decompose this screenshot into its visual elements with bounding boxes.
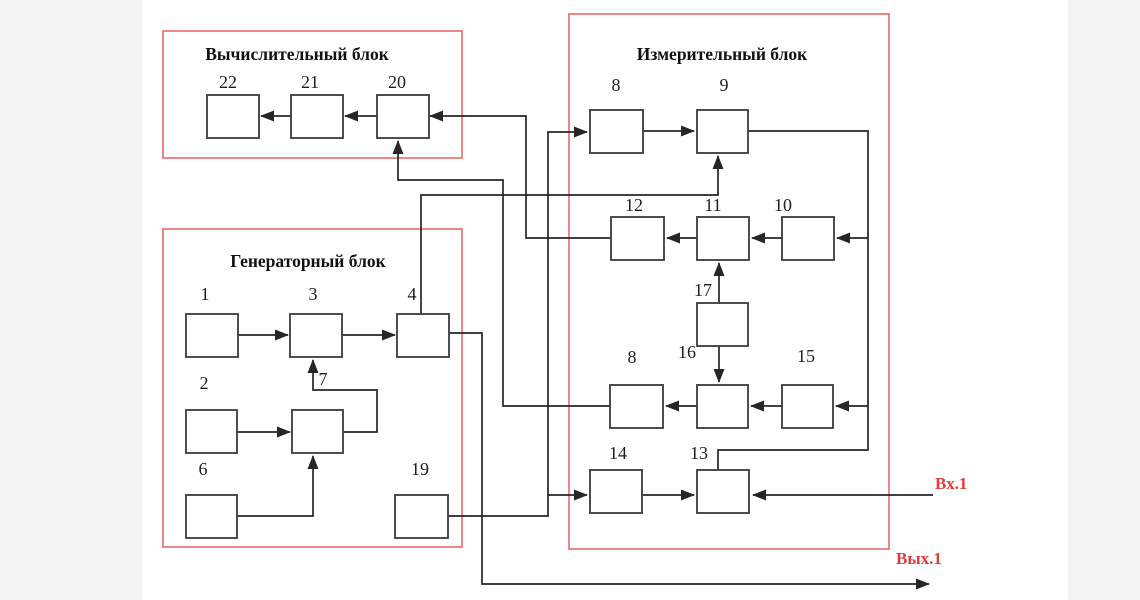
box-label-6: 6	[198, 459, 208, 479]
box-label-1: 1	[200, 284, 210, 304]
box-label-2: 2	[199, 373, 209, 393]
box-8-mid	[609, 384, 664, 429]
box-label-3: 3	[308, 284, 318, 304]
box-13	[696, 469, 750, 514]
box-label-20: 20	[388, 72, 406, 92]
box-label-9: 9	[719, 75, 729, 95]
box-label-21: 21	[301, 72, 319, 92]
measuring-block-outline	[568, 13, 890, 550]
wire-8b-to-20	[392, 140, 610, 407]
box-20	[376, 94, 430, 139]
input-label: Вх.1	[935, 474, 968, 493]
box-8-top	[589, 109, 644, 154]
computing-block-title: Вычислительный блок	[205, 44, 389, 64]
wire-4-to-output	[449, 332, 930, 590]
output-label: Вых.1	[896, 549, 942, 568]
wire-19-to-8a	[448, 126, 588, 517]
box-10	[781, 216, 835, 261]
box-3	[289, 313, 343, 358]
box-label-8-top: 8	[611, 75, 621, 95]
box-9	[696, 109, 749, 154]
box-21	[290, 94, 344, 139]
box-label-8-mid: 8	[627, 347, 637, 367]
wire-4-to-9	[420, 155, 724, 314]
box-label-11: 11	[704, 195, 722, 215]
box-label-19: 19	[411, 459, 429, 479]
wire-6-to-7	[237, 455, 319, 517]
box-label-22: 22	[219, 72, 237, 92]
box-19	[394, 494, 449, 539]
box-1	[185, 313, 239, 358]
generator-block-outline	[162, 228, 463, 548]
box-label-4: 4	[407, 284, 417, 304]
box-17	[696, 302, 749, 347]
box-label-7: 7	[318, 369, 328, 389]
box-22	[206, 94, 260, 139]
box-label-12: 12	[625, 195, 643, 215]
box-12	[610, 216, 665, 261]
box-label-14: 14	[609, 443, 627, 463]
wire-9-to-13	[717, 130, 869, 470]
box-16	[696, 384, 749, 429]
wire-12-to-20	[429, 110, 611, 239]
box-label-13: 13	[690, 443, 708, 463]
box-15	[781, 384, 834, 429]
box-label-15: 15	[797, 346, 815, 366]
computing-block-outline	[162, 30, 463, 159]
measuring-block-title: Измерительный блок	[636, 44, 808, 64]
box-label-17: 17	[694, 280, 712, 300]
box-4	[396, 313, 450, 358]
box-7	[291, 409, 344, 454]
box-11	[696, 216, 750, 261]
box-6	[185, 494, 238, 539]
box-14	[589, 469, 643, 514]
box-label-16: 16	[678, 342, 696, 362]
box-2	[185, 409, 238, 454]
box-label-10: 10	[774, 195, 792, 215]
generator-block-title: Генераторный блок	[230, 251, 386, 271]
wire-7-to-3	[307, 359, 378, 433]
